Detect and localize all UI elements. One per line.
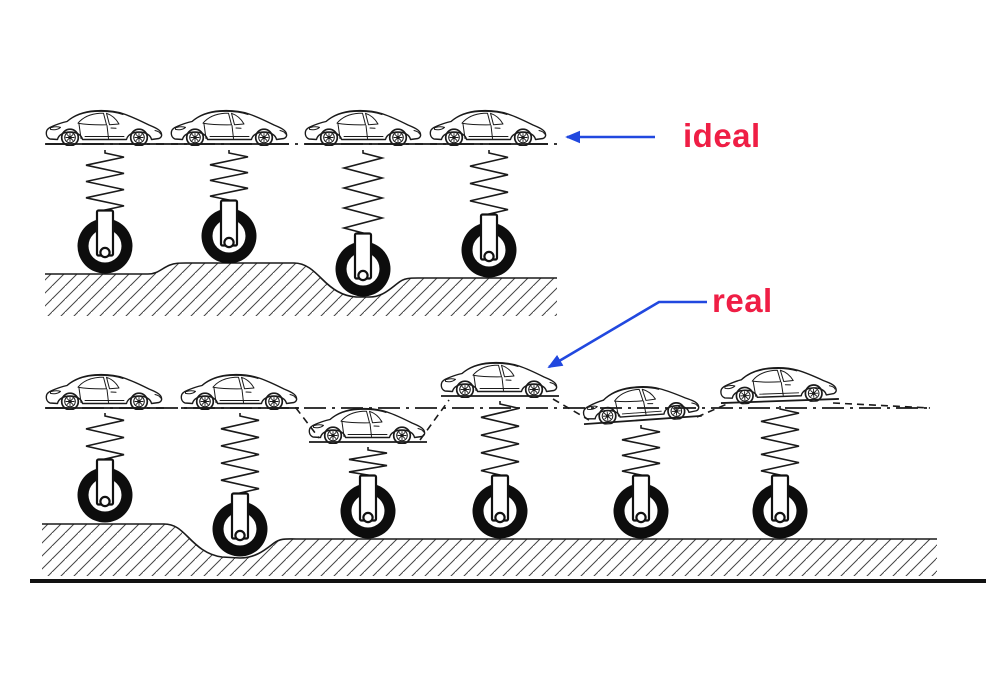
suspension-wheel bbox=[471, 474, 529, 540]
car bbox=[170, 109, 288, 146]
trajectory-dash bbox=[552, 398, 590, 421]
spring bbox=[480, 401, 520, 478]
suspension-wheel bbox=[751, 474, 809, 540]
spring bbox=[469, 150, 509, 217]
ideal-row bbox=[45, 109, 557, 316]
real-arrow bbox=[547, 300, 707, 369]
spring bbox=[209, 150, 249, 203]
real-label: real bbox=[712, 282, 773, 319]
suspension-wheel bbox=[460, 213, 518, 279]
real-row bbox=[42, 361, 937, 576]
trajectory-dash bbox=[295, 407, 320, 439]
car bbox=[308, 407, 426, 444]
spring bbox=[621, 425, 661, 478]
car bbox=[45, 109, 163, 146]
car bbox=[180, 373, 298, 410]
ground-hatch bbox=[42, 524, 937, 576]
trajectory-dash bbox=[696, 403, 728, 418]
ground-surface bbox=[45, 262, 557, 298]
suspension-wheel bbox=[334, 232, 392, 298]
suspension-wheel bbox=[76, 458, 134, 524]
spring bbox=[85, 413, 125, 462]
ground-surface bbox=[42, 523, 937, 559]
suspension-wheel bbox=[200, 199, 258, 265]
spring bbox=[220, 413, 260, 496]
car bbox=[719, 364, 838, 406]
car bbox=[440, 361, 558, 398]
trajectory-dash bbox=[419, 399, 450, 441]
spring bbox=[85, 150, 125, 213]
spring bbox=[760, 406, 800, 478]
car bbox=[304, 109, 422, 146]
suspension-wheel bbox=[76, 209, 134, 275]
car bbox=[429, 109, 547, 146]
suspension-wheel bbox=[211, 492, 269, 558]
ideal-label: ideal bbox=[683, 117, 761, 154]
trajectory-dash bbox=[832, 402, 931, 409]
spring bbox=[348, 447, 388, 478]
suspension-wheel bbox=[339, 474, 397, 540]
suspension-wheel bbox=[612, 474, 670, 540]
spring bbox=[340, 150, 386, 236]
ground-hatch bbox=[45, 263, 557, 316]
car bbox=[45, 373, 163, 410]
